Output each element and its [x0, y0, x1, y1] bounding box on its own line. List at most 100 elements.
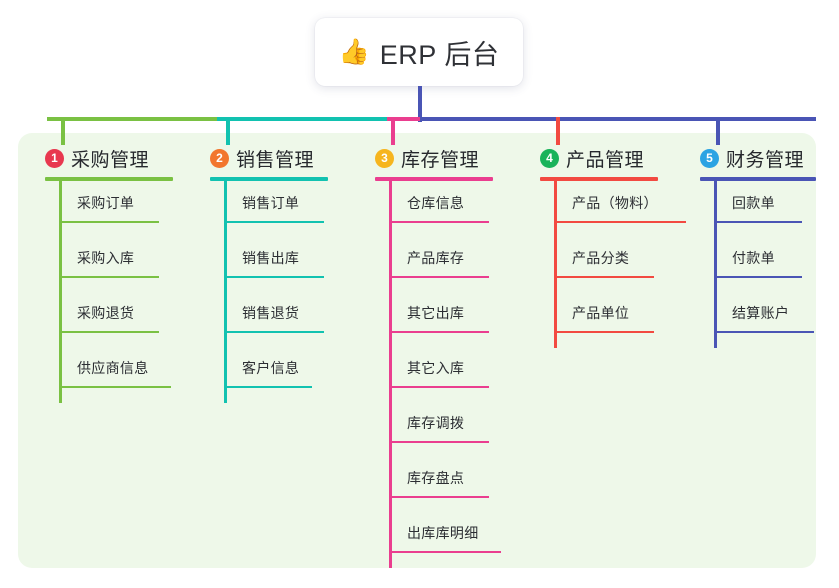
leaf-label: 产品分类 [572, 250, 630, 266]
drop-leg-库存管理 [391, 117, 395, 145]
leaf-node[interactable]: 产品单位 [554, 291, 658, 346]
bus-segment-4 [420, 117, 702, 121]
bus-segment-2 [217, 117, 387, 121]
leaf-node[interactable]: 采购入库 [59, 236, 163, 291]
drop-leg-销售管理 [226, 117, 230, 145]
leaf-rule [224, 331, 324, 333]
leaf-node[interactable]: 仓库信息 [389, 181, 493, 236]
branch-bus-connector [0, 117, 839, 122]
leaf-node[interactable]: 其它出库 [389, 291, 493, 346]
branch-header-财务管理[interactable]: 5 财务管理 [700, 145, 839, 171]
leaf-label: 付款单 [732, 250, 775, 266]
leaf-label: 其它出库 [407, 305, 465, 321]
leaf-node[interactable]: 采购订单 [59, 181, 163, 236]
leaf-label: 采购入库 [77, 250, 135, 266]
root-node-title: ERP 后台 [379, 39, 500, 70]
leaf-rule [554, 276, 654, 278]
leaf-label: 采购退货 [77, 305, 135, 321]
branch-badge-4: 4 [540, 148, 559, 168]
leaf-rule [714, 221, 802, 223]
branch-header-产品管理[interactable]: 4 产品管理 [540, 145, 688, 171]
branch-badge-5: 5 [700, 148, 719, 168]
leaf-rule [59, 221, 159, 223]
leaf-rule [389, 441, 489, 443]
leaf-label: 产品库存 [407, 250, 465, 266]
leaf-node[interactable]: 回款单 [714, 181, 806, 236]
leaf-node[interactable]: 出库库明细 [389, 511, 505, 566]
leaf-rule [389, 496, 489, 498]
leaf-label: 销售出库 [242, 250, 300, 266]
leaf-node[interactable]: 库存盘点 [389, 456, 493, 511]
leaf-rule [59, 386, 171, 388]
leaf-label: 出库库明细 [407, 525, 479, 541]
leaf-label: 仓库信息 [407, 195, 465, 211]
leaf-label: 销售退货 [242, 305, 300, 321]
leaf-rule [389, 386, 489, 388]
leaf-rule [59, 276, 159, 278]
leaf-label: 库存调拨 [407, 415, 465, 431]
leaf-label: 产品（物料） [572, 195, 658, 211]
branch-rule [210, 177, 328, 181]
bus-segment-1 [47, 117, 217, 121]
leaf-node[interactable]: 产品库存 [389, 236, 493, 291]
diagram-panel [18, 133, 816, 568]
leaf-label: 结算账户 [732, 305, 790, 321]
leaf-node[interactable]: 库存调拨 [389, 401, 493, 456]
branch-badge-3: 3 [375, 148, 394, 168]
branch-header-库存管理[interactable]: 3 库存管理 [375, 145, 523, 171]
leaf-node[interactable]: 产品分类 [554, 236, 658, 291]
leaf-node[interactable]: 其它入库 [389, 346, 493, 401]
root-node[interactable]: 👍 ERP 后台 [315, 18, 523, 86]
branch-title: 产品管理 [566, 149, 645, 171]
leaf-label: 产品单位 [572, 305, 630, 321]
leaf-label: 客户信息 [242, 360, 300, 376]
leaf-rule [389, 331, 489, 333]
branch-items: 仓库信息产品库存其它出库其它入库库存调拨库存盘点出库库明细 [375, 181, 523, 566]
leaf-label: 销售订单 [242, 195, 300, 211]
thumbs-up-icon: 👍 [338, 37, 370, 66]
leaf-node[interactable]: 销售退货 [224, 291, 328, 346]
leaf-node[interactable]: 客户信息 [224, 346, 316, 401]
leaf-rule [554, 221, 686, 223]
drop-leg-采购管理 [61, 117, 65, 145]
drop-leg-财务管理 [716, 117, 720, 145]
branch-badge-2: 2 [210, 148, 229, 168]
branch-spine [714, 181, 717, 348]
bus-segment-3 [387, 117, 420, 121]
branch-title: 库存管理 [401, 149, 480, 171]
branch-rule [700, 177, 816, 181]
branch-items: 采购订单采购入库采购退货供应商信息 [45, 181, 203, 401]
branch-title: 财务管理 [726, 149, 805, 171]
leaf-node[interactable]: 销售出库 [224, 236, 328, 291]
branch-spine [554, 181, 557, 348]
leaf-rule [389, 276, 489, 278]
leaf-label: 回款单 [732, 195, 775, 211]
leaf-node[interactable]: 结算账户 [714, 291, 818, 346]
leaf-node[interactable]: 采购退货 [59, 291, 163, 346]
leaf-rule [59, 331, 159, 333]
branch-title: 采购管理 [71, 149, 150, 171]
leaf-rule [389, 221, 489, 223]
leaf-rule [389, 551, 501, 553]
drop-leg-产品管理 [556, 117, 560, 145]
leaf-rule [224, 221, 324, 223]
leaf-node[interactable]: 供应商信息 [59, 346, 175, 401]
leaf-node[interactable]: 产品（物料） [554, 181, 690, 236]
leaf-rule [714, 276, 802, 278]
leaf-rule [224, 276, 324, 278]
leaf-node[interactable]: 销售订单 [224, 181, 328, 236]
leaf-label: 采购订单 [77, 195, 135, 211]
leaf-rule [714, 331, 814, 333]
leaf-node[interactable]: 付款单 [714, 236, 806, 291]
branch-rule [45, 177, 173, 181]
branch-spine [224, 181, 227, 403]
branch-items: 产品（物料） 产品分类产品单位 [540, 181, 688, 346]
branch-rule [375, 177, 493, 181]
branch-spine [59, 181, 62, 403]
branch-5: 5 财务管理回款单付款单结算账户 [700, 145, 839, 348]
leaf-label: 库存盘点 [407, 470, 465, 486]
